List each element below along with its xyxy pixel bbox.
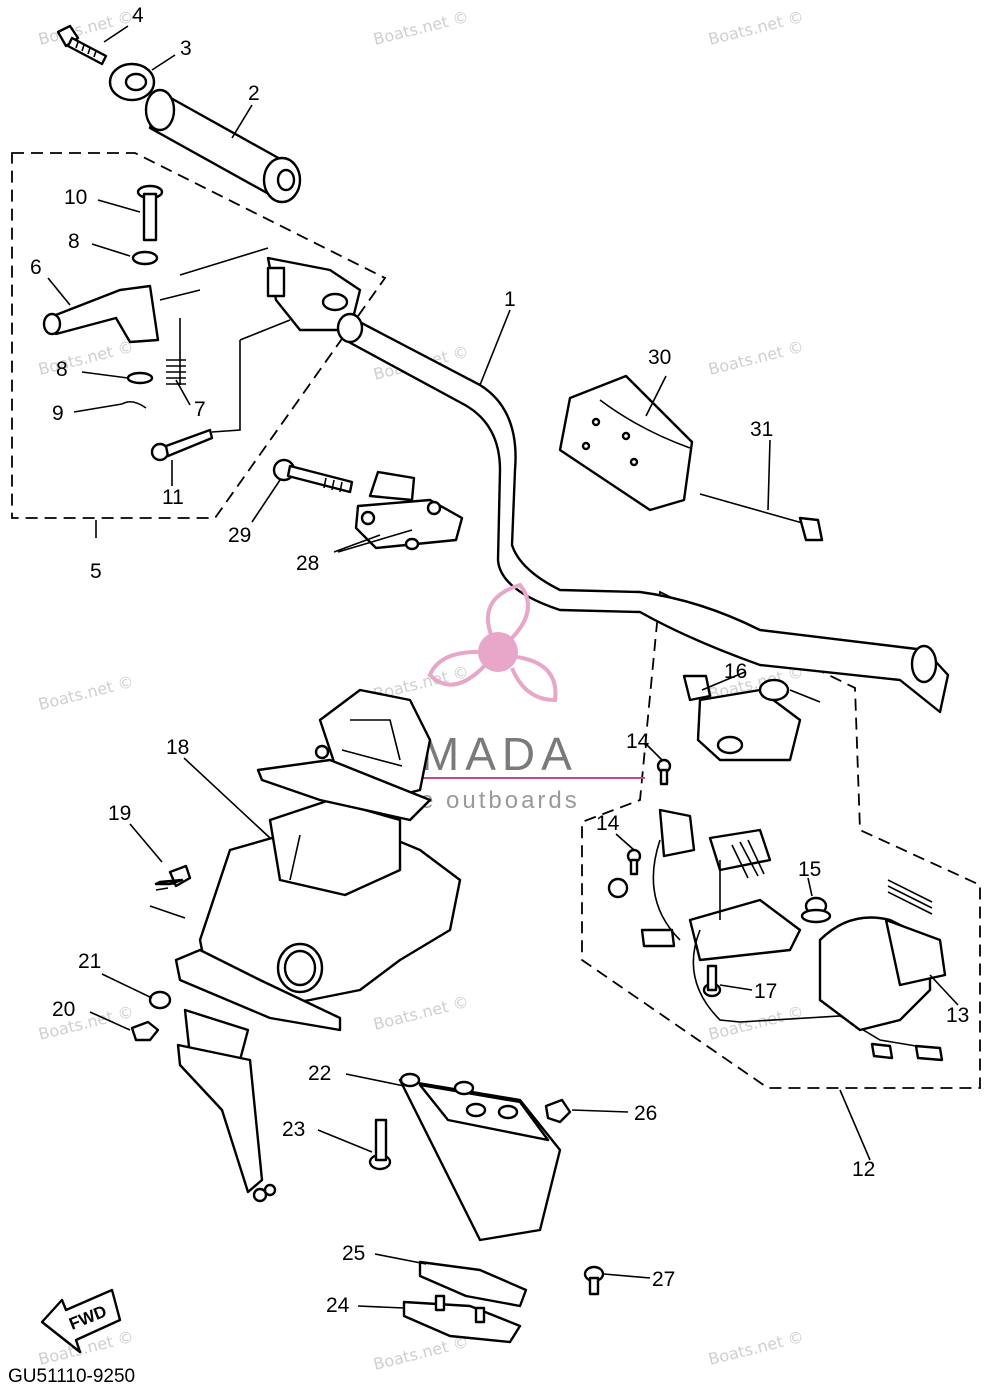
part-clamp-left: [266, 256, 362, 332]
callout-label: 23: [282, 1118, 305, 1141]
callout-label: 1: [504, 288, 516, 311]
part-1-handlebar: [336, 312, 950, 714]
callout-label: 20: [52, 998, 75, 1021]
part-7-spring: [166, 359, 186, 385]
callout-label: 4: [132, 4, 144, 27]
watermark: Boats.net ©: [706, 1327, 805, 1369]
part-29-bolt: [272, 458, 354, 494]
diagram-code: GU51110-9250: [8, 1366, 135, 1387]
part-31-strap: [699, 493, 824, 542]
part-17-screw: [702, 964, 722, 998]
part-27-screw: [583, 1265, 605, 1296]
callout-label: 24: [326, 1294, 350, 1317]
part-9-clip: [121, 400, 147, 409]
callout-label: 14: [596, 812, 620, 835]
callout-label: 5: [90, 560, 102, 583]
callout-label: 14: [626, 730, 650, 753]
part-8-washer: [131, 250, 159, 266]
callout-label: 25: [342, 1242, 365, 1265]
group-box-12: [581, 590, 981, 1089]
callout-label: 17: [754, 980, 777, 1003]
part-30-pad: [558, 374, 694, 512]
part-22-bracket: [398, 1072, 562, 1242]
part-13-cover: [818, 879, 947, 1032]
leader-assembly-left: [159, 247, 291, 433]
callout-label: 22: [308, 1062, 331, 1085]
part-14-screw-lower: [626, 848, 642, 876]
callout-label: 7: [194, 398, 206, 421]
part-16-switch-housing: [682, 674, 821, 762]
part-10-pin: [136, 184, 164, 242]
callout-label: 10: [64, 186, 87, 209]
watermark: Boats.net ©: [371, 1332, 470, 1374]
callout-label: 29: [228, 524, 251, 547]
watermark: Boats.net ©: [706, 1002, 805, 1044]
part-28-holder: [354, 470, 464, 551]
part-4-bolt: [56, 24, 108, 66]
part-6-lever: [42, 284, 160, 344]
callout-label: 8: [56, 358, 68, 381]
part-8-washer-lower: [126, 371, 154, 385]
callout-label: 28: [296, 552, 319, 575]
watermark: Boats.net ©: [371, 7, 470, 49]
part-19-bolt: [154, 864, 192, 891]
callout-labels: 1 2 3 4 5 6 7 8 8 9 10 11 12 13 14 14 15…: [30, 4, 969, 1317]
callout-label: 9: [52, 402, 64, 425]
callout-label: 3: [180, 37, 192, 60]
watermark: Boats.net ©: [36, 672, 135, 714]
callout-label: 16: [724, 660, 747, 683]
part-3-end-cap: [108, 62, 156, 102]
callout-label: 15: [798, 858, 821, 881]
part-20-nut: [130, 1020, 160, 1042]
callout-label: 6: [30, 256, 42, 279]
callout-label: 18: [166, 736, 189, 759]
part-25-plate: [418, 1260, 528, 1308]
callout-label: 26: [634, 1102, 657, 1125]
part-15-plug: [800, 896, 832, 924]
callout-label: 30: [648, 346, 671, 369]
part-26-nut: [544, 1098, 572, 1124]
callout-label: 11: [162, 486, 184, 509]
leader-lines: [47, 25, 959, 1309]
part-24-plate: [402, 1294, 522, 1344]
callout-label: 31: [750, 418, 773, 441]
part-23-bolt: [368, 1118, 392, 1171]
watermark: Boats.net ©: [706, 337, 805, 379]
callout-label: 8: [68, 230, 80, 253]
callout-label: 21: [78, 950, 101, 973]
part-2-grip: [144, 88, 302, 204]
part-14-screw-upper: [656, 758, 672, 786]
callout-label: 2: [248, 82, 260, 105]
part-18-column: [149, 688, 462, 1203]
watermark: Boats.net ©: [36, 7, 135, 49]
watermark: Boats.net ©: [371, 992, 470, 1034]
watermark: Boats.net ©: [706, 7, 805, 49]
propeller-logo-icon: [427, 582, 558, 703]
callout-label: 12: [852, 1158, 875, 1181]
part-21-washer: [148, 990, 172, 1010]
callout-label: 19: [108, 802, 131, 825]
callout-label: 13: [946, 1004, 969, 1027]
group-box-5: [11, 152, 387, 519]
callout-label: 27: [652, 1268, 675, 1291]
part-11-screw: [150, 428, 214, 462]
fwd-arrow-icon: FWD: [40, 1288, 122, 1354]
